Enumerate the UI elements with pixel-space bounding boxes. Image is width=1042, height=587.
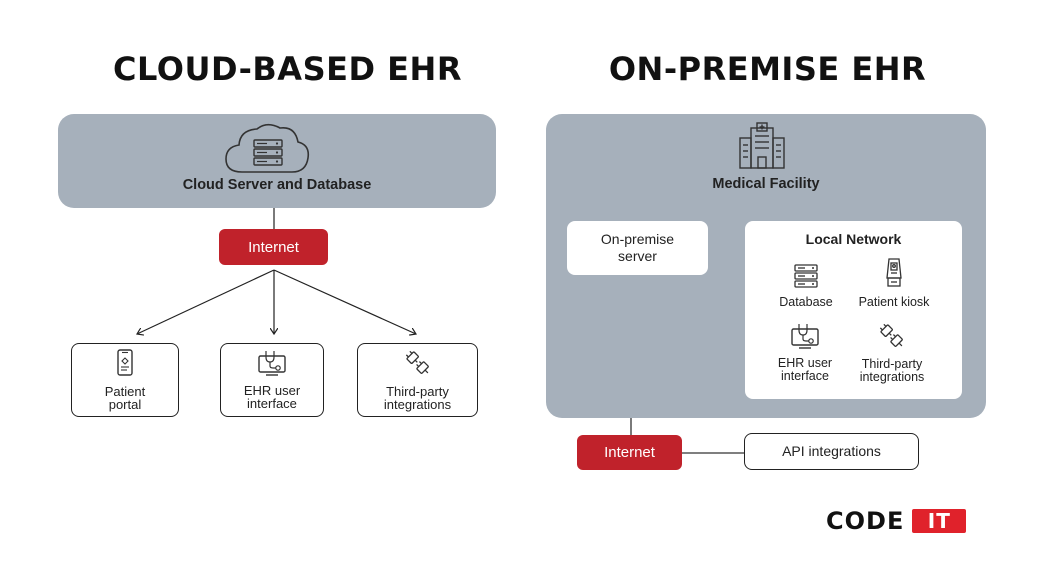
- logo-badge: IT: [912, 509, 967, 533]
- api-integrations-label: API integrations: [782, 443, 881, 459]
- codeit-logo: CODE IT: [826, 507, 967, 535]
- cloud-internet-node: Internet: [219, 229, 328, 265]
- internet-to-third-party-arrow: [273, 269, 416, 334]
- cloud-server-icon: [222, 120, 312, 181]
- plug-icon: [878, 322, 906, 353]
- local-patient-kiosk-label: Patient kiosk: [858, 295, 930, 309]
- smartphone-icon: [114, 349, 136, 379]
- patient-portal-label: Patient portal: [104, 384, 146, 412]
- on-premise-server-box: On-premise server: [567, 221, 708, 275]
- monitor-stethoscope-icon: [790, 323, 820, 352]
- internet-to-patient-portal-arrow: [137, 269, 275, 334]
- kiosk-icon: [883, 258, 905, 291]
- api-integrations-box: API integrations: [744, 433, 919, 470]
- cloud-server-label: Cloud Server and Database: [182, 177, 372, 193]
- local-ehr-user-interface-item: EHR user interface: [755, 323, 855, 383]
- local-third-party-label: Third-party integrations: [859, 357, 925, 384]
- local-third-party-item: Third-party integrations: [842, 322, 942, 384]
- medical-facility-label: Medical Facility: [712, 176, 820, 192]
- local-patient-kiosk-item: Patient kiosk: [844, 258, 944, 309]
- patient-portal-box: Patient portal: [71, 343, 179, 417]
- on-premise-server-label: On-premise server: [600, 231, 675, 264]
- local-ehr-user-interface-label: EHR user interface: [777, 356, 833, 383]
- logo-text: CODE: [826, 507, 905, 535]
- hospital-building-icon: [737, 122, 787, 175]
- cloud-server-panel: Cloud Server and Database: [58, 114, 496, 208]
- local-network-title: Local Network: [805, 231, 902, 247]
- monitor-stethoscope-icon: [257, 350, 287, 378]
- ehr-user-interface-box: EHR user interface: [220, 343, 324, 417]
- third-party-integrations-box: Third-party integrations: [357, 343, 478, 417]
- ehr-user-interface-label: EHR user interface: [243, 383, 301, 411]
- local-database-item: Database: [756, 264, 856, 309]
- local-network-box: Local Network: [745, 221, 962, 399]
- third-party-integrations-label: Third-party integrations: [383, 384, 452, 412]
- onprem-internet-node: Internet: [577, 435, 682, 470]
- onprem-ehr-title: ON-PREMISE EHR: [608, 50, 927, 88]
- cloud-ehr-title: CLOUD-BASED EHR: [113, 50, 462, 88]
- plug-icon: [404, 349, 432, 379]
- local-database-label: Database: [779, 295, 833, 309]
- database-server-icon: [793, 264, 819, 291]
